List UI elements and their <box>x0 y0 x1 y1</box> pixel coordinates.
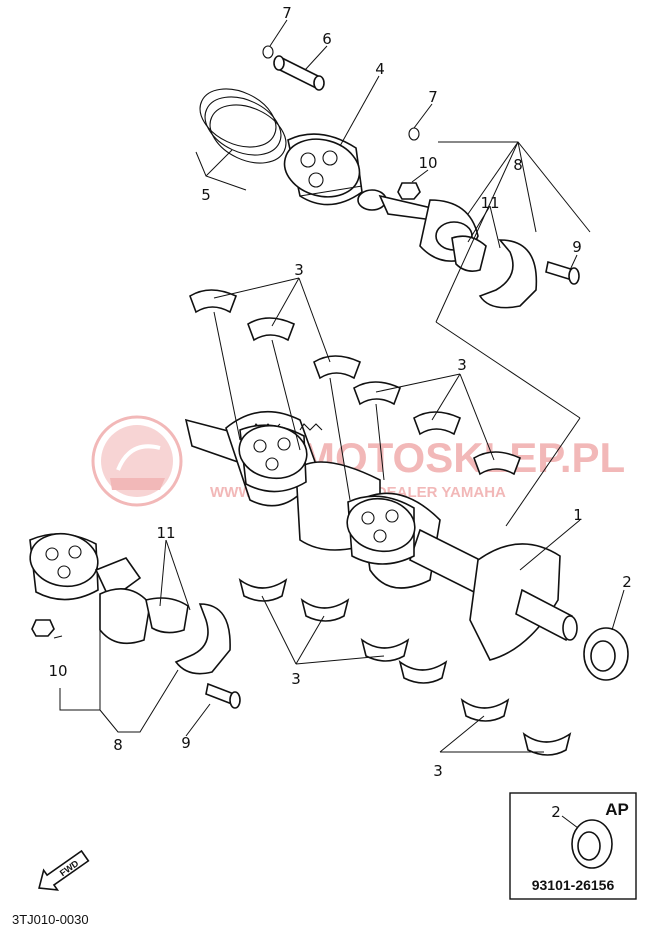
rod-nut-left <box>31 619 55 637</box>
callout-10-upper: 10 <box>418 154 437 172</box>
watermark-logo-icon <box>91 415 183 507</box>
piston-middle-left <box>238 424 308 493</box>
callout-1: 1 <box>573 506 583 524</box>
inset-oil-seal <box>571 819 613 869</box>
callout-3-lower-left: 3 <box>291 670 301 688</box>
circlip-top <box>262 45 274 59</box>
piston-middle-right <box>346 495 416 565</box>
inset-tag: AP <box>605 800 629 819</box>
rod-bolt-left <box>205 682 241 709</box>
inset-part-number: 93101-26156 <box>532 877 615 893</box>
callout-9-upper: 9 <box>572 238 582 256</box>
diagram-code: 3TJ010-0030 <box>12 912 89 927</box>
oil-seal <box>583 627 629 681</box>
callout-10-lower: 10 <box>48 662 67 680</box>
callout-7-top: 7 <box>282 4 292 22</box>
inset-callout-2: 2 <box>551 803 561 821</box>
callout-11-lower: 11 <box>156 524 175 542</box>
leader-lines <box>53 19 625 753</box>
fwd-arrow-icon: FWD <box>38 849 90 891</box>
rod-bearing-upper <box>451 235 487 272</box>
callout-9-lower: 9 <box>181 734 191 752</box>
piston-left <box>29 532 99 601</box>
callout-3-upper: 3 <box>294 261 304 279</box>
rod-nut-upper <box>397 182 421 200</box>
callout-2: 2 <box>622 573 632 591</box>
rod-bolt-upper <box>545 260 580 285</box>
piston-rings <box>199 88 287 164</box>
piston-upper <box>283 133 363 206</box>
callout-8-upper: 8 <box>513 156 523 174</box>
piston-pin <box>273 55 325 91</box>
bearing-cap-left <box>174 603 231 675</box>
callout-8-lower: 8 <box>113 736 123 754</box>
callout-5: 5 <box>201 186 211 204</box>
callout-3-right: 3 <box>457 356 467 374</box>
callout-4: 4 <box>375 60 385 78</box>
callout-7-right: 7 <box>428 88 438 106</box>
callout-6: 6 <box>322 30 332 48</box>
inset-box: AP 2 93101-26156 <box>509 792 637 900</box>
connecting-rod-left <box>94 557 151 645</box>
callout-3-lower-right: 3 <box>433 762 443 780</box>
bearing-cap-upper <box>478 239 538 309</box>
circlip-right <box>408 127 420 141</box>
rod-bearing-left <box>145 597 189 634</box>
callout-11-upper: 11 <box>480 194 499 212</box>
